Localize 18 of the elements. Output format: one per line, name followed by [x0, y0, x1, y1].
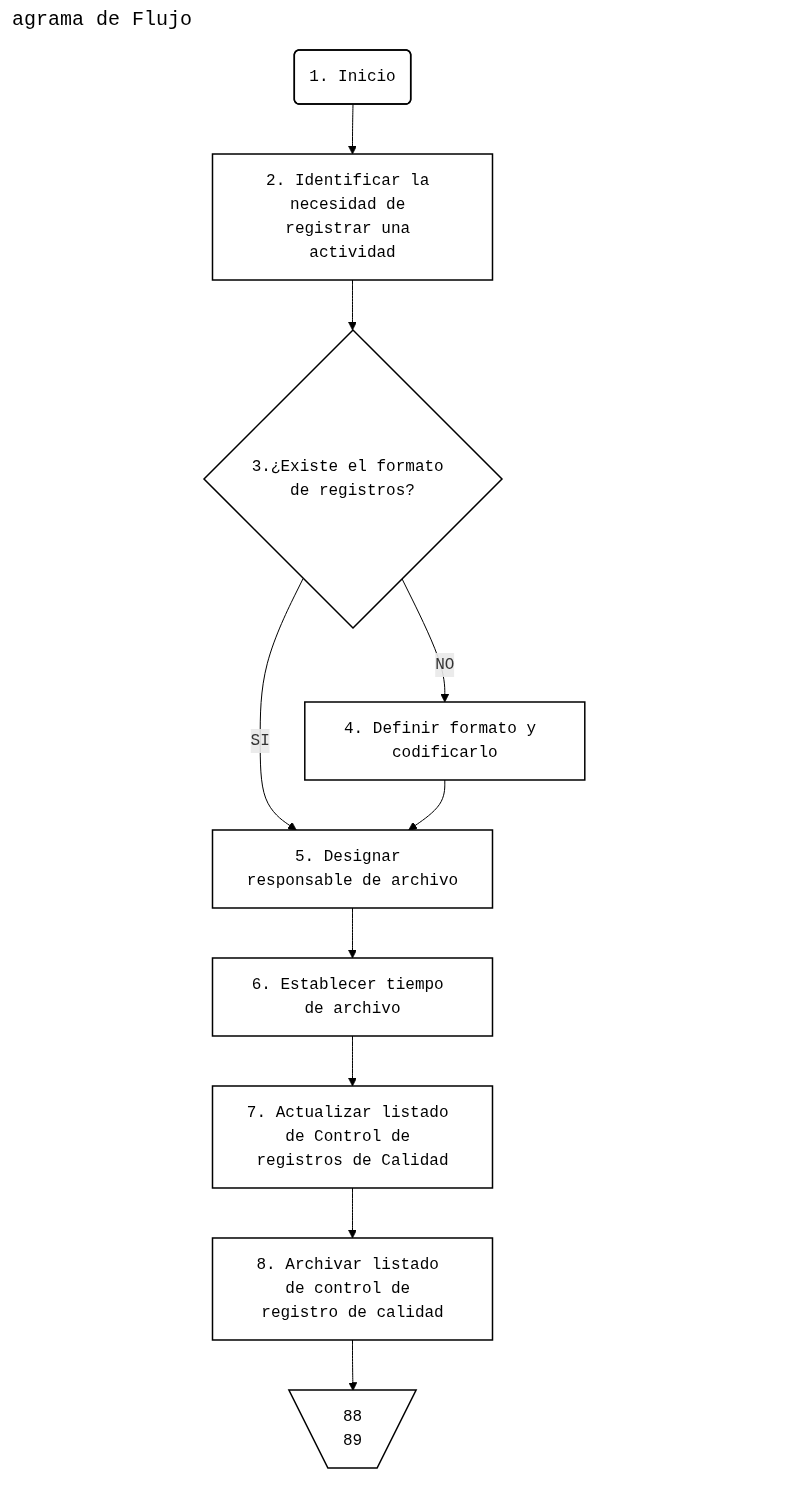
arrow [348, 279, 357, 331]
arrow [348, 104, 357, 155]
node-box: 6. Establecer tiempo de archivo [211, 957, 494, 1037]
node-box: 7. Actualizar listado de Control de registros de Calidad [211, 1085, 494, 1189]
arrow [408, 779, 446, 831]
node-box: 8. Archivar listado de control de registro de calidad [211, 1237, 494, 1341]
arrow [259, 578, 304, 831]
arrow [348, 1187, 357, 1239]
edge-label: NO [435, 656, 455, 674]
arrow [348, 907, 357, 959]
diagram-title: agrama de Flujo [11, 7, 194, 33]
node-box: 4. Definir formato y codificarlo [304, 701, 586, 781]
node-box: 5. Designar responsable de archivo [211, 829, 494, 909]
node-diamond: 3.¿Existe el formato de registros? [203, 328, 504, 630]
node-box: 2. Identificar la necesidad de registrar una actividad [211, 153, 494, 281]
arrow [348, 1035, 357, 1087]
edge-label: SI [250, 732, 270, 750]
arrow [401, 578, 450, 703]
